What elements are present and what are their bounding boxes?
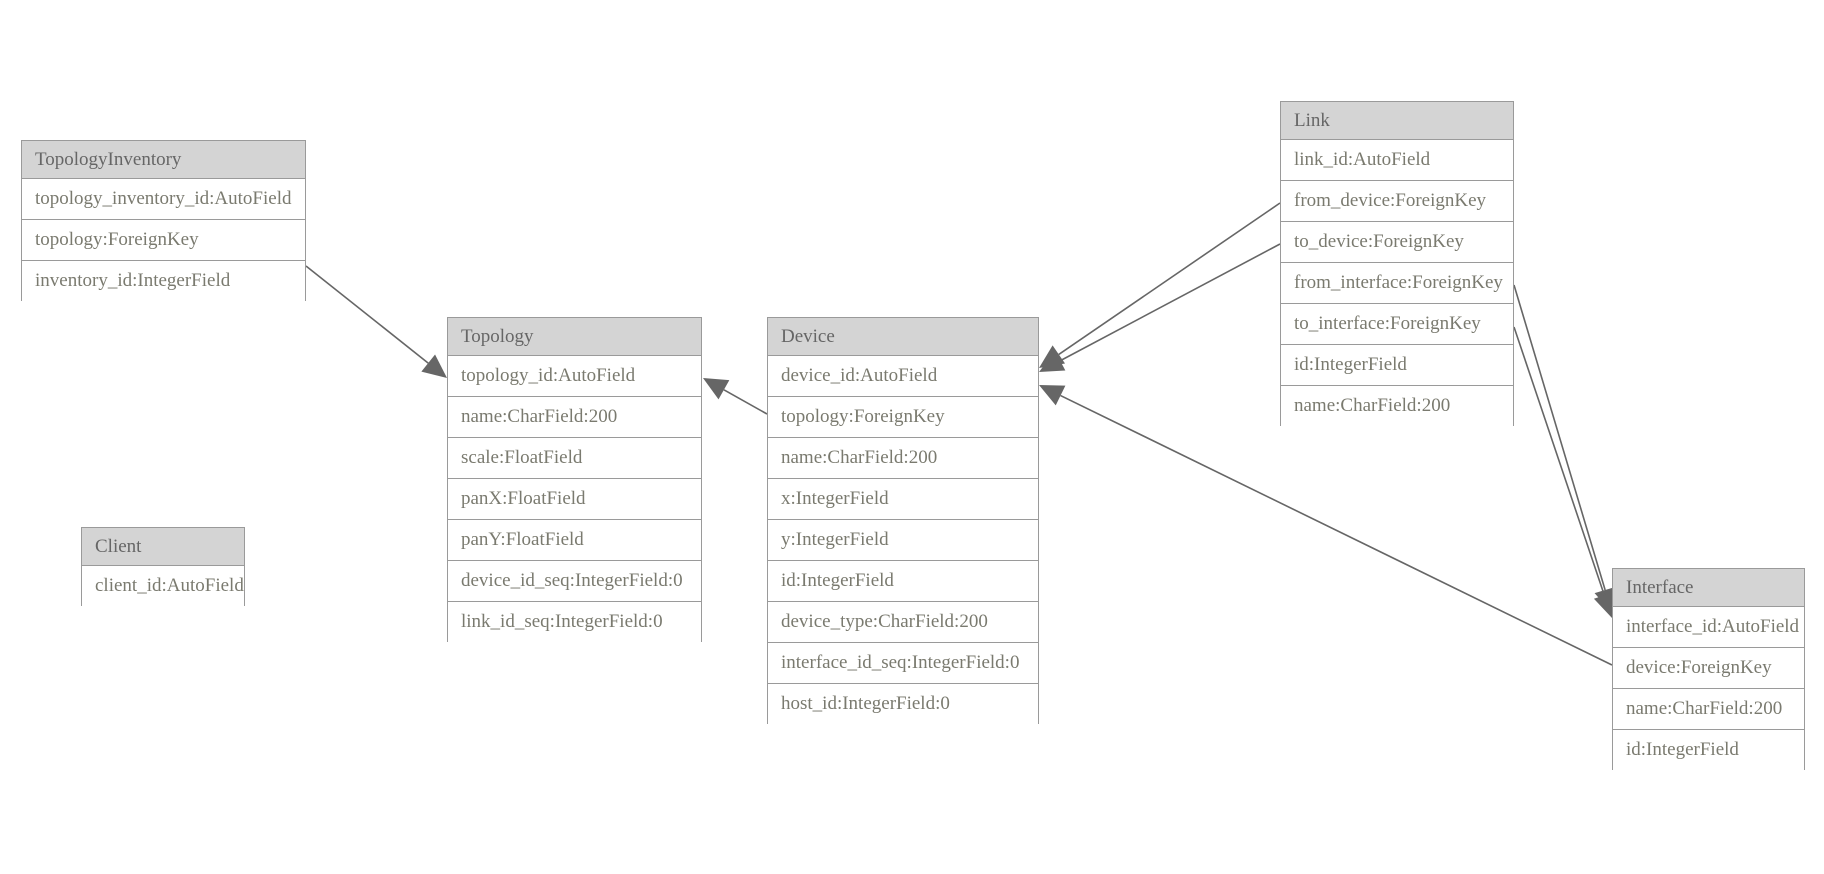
- entity-field-row: device_type:CharField:200: [768, 602, 1038, 643]
- entity-title-client: Client: [82, 528, 244, 566]
- entity-field-row: client_id:AutoField: [82, 566, 244, 607]
- relationship-edge: [1039, 202, 1281, 368]
- edge-line: [1058, 202, 1281, 356]
- entity-field-row: panX:FloatField: [448, 479, 701, 520]
- relationship-edge: [1513, 326, 1615, 618]
- relationship-edge: [1039, 385, 1613, 666]
- edge-arrowhead-icon: [1039, 385, 1066, 406]
- entity-field-row: device_id_seq:IntegerField:0: [448, 561, 701, 602]
- entity-title-topology_inventory: TopologyInventory: [22, 141, 305, 179]
- entity-field-row: from_interface:ForeignKey: [1281, 263, 1513, 304]
- entity-field-row: host_id:IntegerField:0: [768, 684, 1038, 725]
- entity-field-row: name:CharField:200: [1281, 386, 1513, 427]
- entity-field-row: id:IntegerField: [1281, 345, 1513, 386]
- entity-field-row: id:IntegerField: [1613, 730, 1804, 771]
- entity-title-topology: Topology: [448, 318, 701, 356]
- entity-field-row: topology:ForeignKey: [768, 397, 1038, 438]
- edge-line: [1513, 326, 1606, 596]
- entity-field-row: inventory_id:IntegerField: [22, 261, 305, 302]
- relationship-edge: [305, 265, 447, 378]
- entity-field-row: device:ForeignKey: [1613, 648, 1804, 689]
- entity-field-row: name:CharField:200: [768, 438, 1038, 479]
- entity-field-row: y:IntegerField: [768, 520, 1038, 561]
- entity-field-row: link_id:AutoField: [1281, 140, 1513, 181]
- entity-field-row: from_device:ForeignKey: [1281, 181, 1513, 222]
- entity-field-row: x:IntegerField: [768, 479, 1038, 520]
- edge-line: [1513, 284, 1606, 591]
- entity-field-row: topology:ForeignKey: [22, 220, 305, 261]
- entity-title-interface: Interface: [1613, 569, 1804, 607]
- relationship-edge: [1513, 284, 1616, 613]
- entity-field-row: to_interface:ForeignKey: [1281, 304, 1513, 345]
- entity-field-row: id:IntegerField: [768, 561, 1038, 602]
- edge-line: [723, 389, 768, 415]
- entity-field-row: name:CharField:200: [448, 397, 701, 438]
- entity-field-row: scale:FloatField: [448, 438, 701, 479]
- entity-field-row: topology_id:AutoField: [448, 356, 701, 397]
- entity-field-row: name:CharField:200: [1613, 689, 1804, 730]
- edge-arrowhead-icon: [1039, 345, 1066, 368]
- entity-field-row: panY:FloatField: [448, 520, 701, 561]
- edge-line: [1059, 243, 1281, 362]
- edge-arrowhead-icon: [1039, 351, 1066, 372]
- entity-title-link: Link: [1281, 102, 1513, 140]
- entity-field-row: interface_id:AutoField: [1613, 607, 1804, 648]
- relationship-edge: [703, 378, 768, 415]
- entity-field-row: device_id:AutoField: [768, 356, 1038, 397]
- entity-field-row: topology_inventory_id:AutoField: [22, 179, 305, 220]
- edge-arrowhead-icon: [421, 354, 447, 378]
- edge-line: [305, 265, 429, 364]
- entity-field-row: link_id_seq:IntegerField:0: [448, 602, 701, 643]
- entity-field-row: interface_id_seq:IntegerField:0: [768, 643, 1038, 684]
- relationship-edge: [1039, 243, 1281, 372]
- entity-title-device: Device: [768, 318, 1038, 356]
- edge-arrowhead-icon: [703, 378, 730, 400]
- edge-line: [1060, 394, 1613, 666]
- entity-field-row: to_device:ForeignKey: [1281, 222, 1513, 263]
